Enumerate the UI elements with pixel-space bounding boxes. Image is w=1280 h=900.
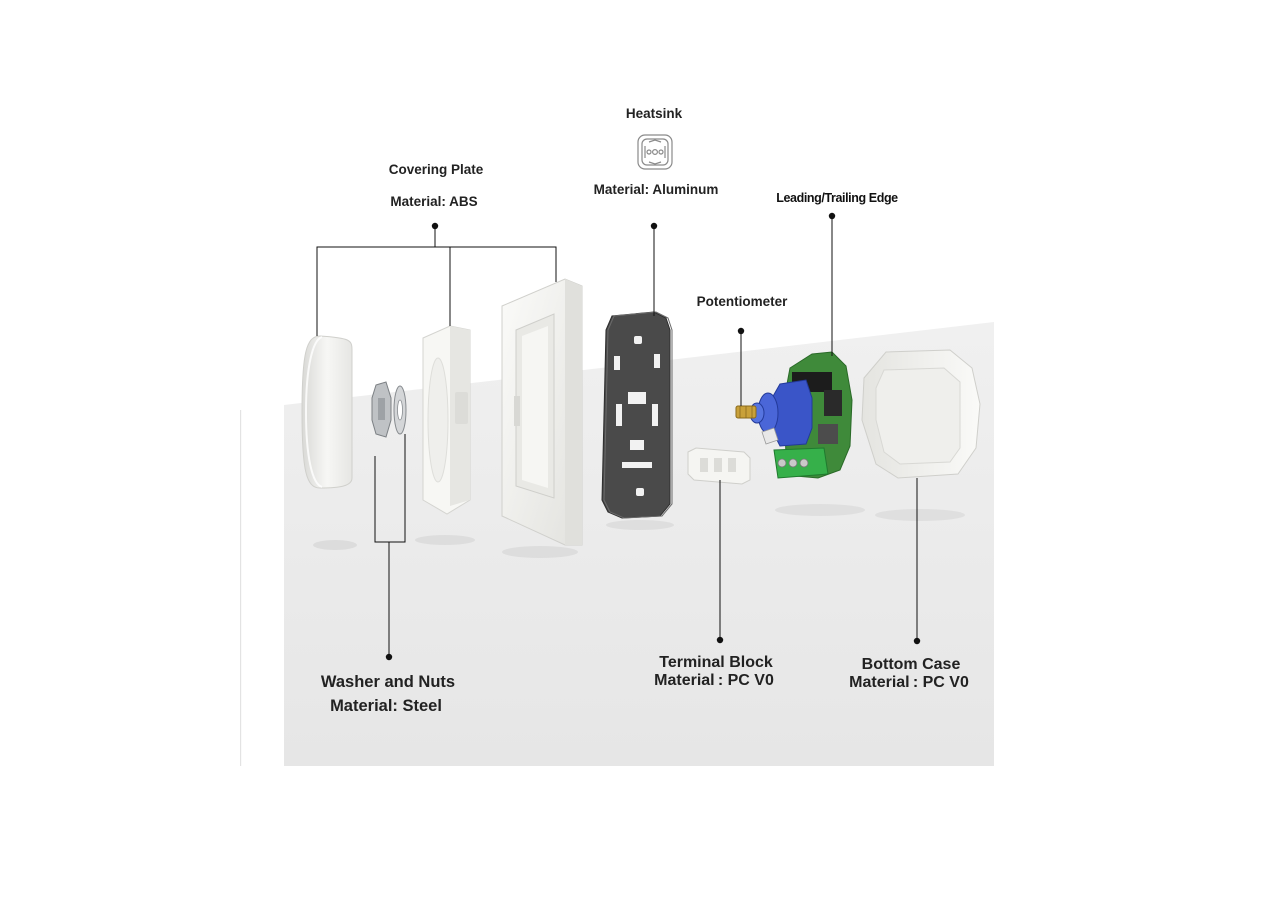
heatsink-icon: [637, 134, 673, 170]
floor-shadows: [313, 504, 965, 558]
leader-dots: [385, 212, 921, 661]
heatsink-plate: [601, 311, 673, 519]
terminal-block: [687, 447, 751, 485]
covering-plate-label: Covering Plate: [388, 162, 484, 177]
knob: [301, 335, 353, 489]
washer-and-nuts-label: Washer and Nuts: [320, 673, 456, 691]
leader-lines: [316, 216, 918, 657]
covering-plate-material: Material: ABS: [390, 194, 478, 209]
leading-trailing-edge-label: Leading/Trailing Edge: [776, 191, 898, 205]
terminal-block-material: Material : PC V0: [654, 672, 774, 689]
heatsink-material: Material: Aluminum: [593, 182, 719, 197]
heatsink-label: Heatsink: [625, 106, 683, 121]
terminal-block-label: Terminal Block: [659, 654, 773, 671]
bottom-case-material: Material : PC V0: [849, 674, 969, 691]
bottom-case: [861, 349, 981, 479]
inner-plate: [422, 325, 471, 515]
potentiometer-label: Potentiometer: [696, 294, 788, 309]
frame: [501, 278, 583, 546]
washer-and-nuts-material: Material: Steel: [330, 697, 442, 715]
washer-and-nut: [371, 381, 407, 438]
bottom-case-label: Bottom Case: [861, 656, 961, 673]
dimmer-module: [735, 351, 853, 479]
